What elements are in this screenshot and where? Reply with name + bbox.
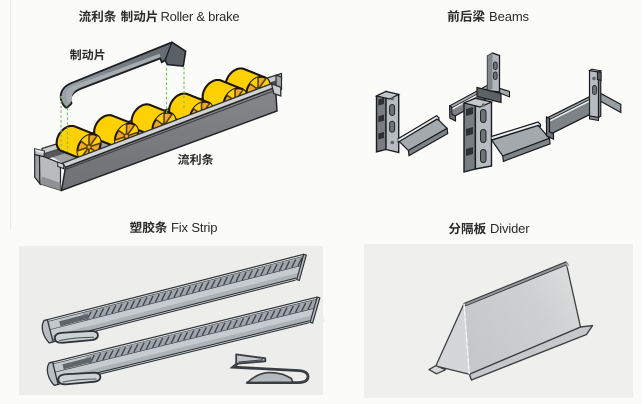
svg-text:Fix Strip: Fix Strip	[171, 220, 217, 235]
svg-text:Roller & brake: Roller & brake	[161, 9, 240, 24]
svg-text:Beams: Beams	[489, 9, 530, 24]
svg-text:Divider: Divider	[490, 221, 530, 236]
